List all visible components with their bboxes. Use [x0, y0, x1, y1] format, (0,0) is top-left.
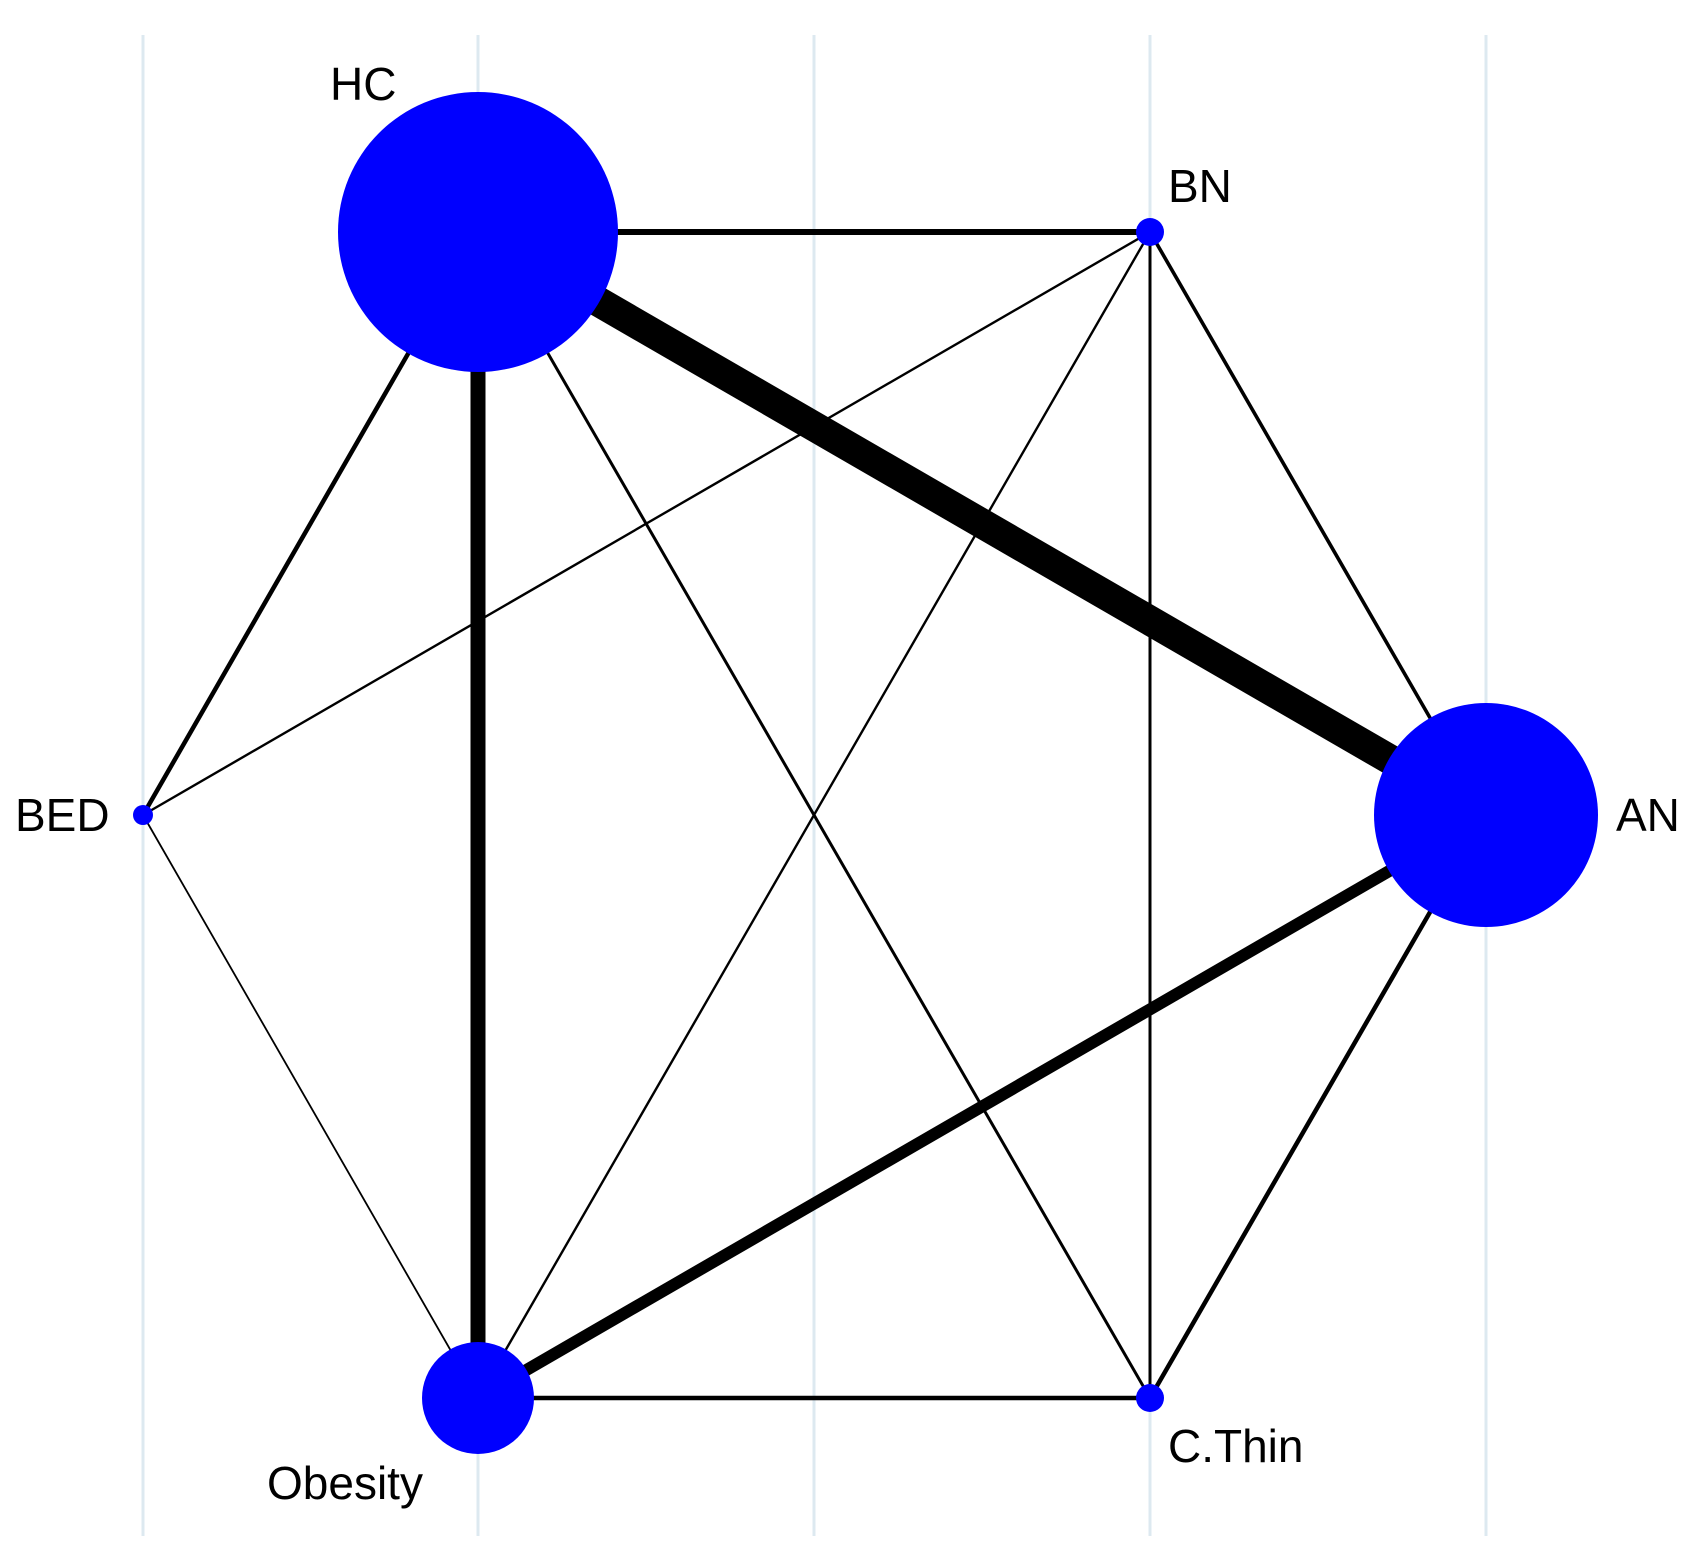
edge-bn-obesity — [476, 231, 1152, 1399]
edge-bn-bed — [142, 230, 1151, 817]
node-an — [1374, 703, 1598, 927]
node-label-obesity: Obesity — [267, 1457, 423, 1509]
nodes-group — [133, 92, 1598, 1454]
edge-an-obesity — [474, 809, 1490, 1404]
labels-group: HC BN AN C.Thin Obesity BED — [15, 58, 1680, 1509]
node-label-bed: BED — [15, 789, 110, 841]
node-obesity — [422, 1342, 534, 1454]
node-label-c-thin: C.Thin — [1168, 1420, 1303, 1472]
node-label-bn: BN — [1168, 160, 1232, 212]
node-bn — [1136, 218, 1164, 246]
edge-obesity-bed — [142, 814, 479, 1399]
node-bed — [133, 805, 153, 825]
node-label-an: AN — [1616, 789, 1680, 841]
node-label-hc: HC — [330, 58, 396, 110]
edge-bn-an — [1148, 231, 1488, 816]
edge-an-c-thin — [1148, 813, 1488, 1400]
node-hc — [338, 92, 618, 372]
node-c-thin — [1136, 1384, 1164, 1412]
